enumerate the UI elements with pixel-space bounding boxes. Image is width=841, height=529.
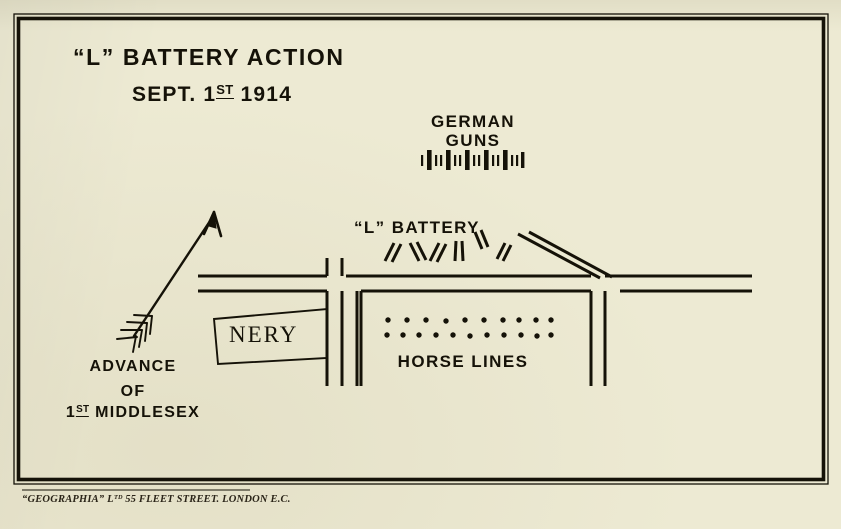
german-gun-symbol [478, 150, 495, 170]
horse-lines-label: HORSE LINES [397, 352, 529, 371]
map-title-line-2: SEPT. 1ST 1914 [132, 82, 293, 107]
german-gun-symbol [497, 150, 514, 170]
map-title-date-prefix: SEPT. 1 [132, 83, 217, 107]
road-vertical-west [325, 258, 344, 386]
german-guns-label-line-1: GERMAN [431, 112, 515, 131]
horse-lines-dot-row-1 [385, 317, 554, 324]
german-gun-symbol [421, 150, 438, 170]
l-battery-gun-symbol [453, 240, 465, 262]
frame-border [13, 13, 829, 485]
advance-arrow [116, 210, 223, 353]
advance-regiment-name: MIDDLESEX [89, 404, 201, 421]
horse-lines-picket [384, 317, 554, 339]
road-diagonal-northeast [517, 230, 613, 280]
l-battery-gun-symbol [495, 242, 513, 262]
road-vertical-east [355, 291, 363, 386]
advance-ordinal-prefix: 1 [65, 404, 77, 421]
german-gun-symbol [459, 150, 476, 170]
advance-label-line-2: OF [120, 383, 146, 400]
map-title-date-suffix: 1914 [233, 83, 293, 107]
german-gun-battery [421, 150, 525, 170]
road-network [198, 230, 752, 386]
l-battery-gun-symbol [408, 241, 428, 262]
l-battery-gun-symbol [428, 242, 448, 263]
german-guns-label-line-2: GUNS [445, 131, 501, 150]
l-battery-guns [383, 229, 513, 263]
l-battery-label: “L” BATTERY [354, 218, 480, 237]
nery-label: NERY [229, 322, 299, 347]
road-horizontal-main [198, 274, 752, 293]
advance-label-line-1: ADVANCE [89, 358, 177, 375]
advance-ordinal-superscript: ST [76, 403, 90, 417]
german-gun-symbol [516, 152, 525, 168]
german-gun-symbol [440, 150, 457, 170]
map-title-line-1: “L” BATTERY ACTION [73, 44, 345, 70]
publisher-credit: “GEOGRAPHIA” Lᵀᴰ 55 FLEET STREET. LONDON… [22, 494, 291, 505]
advance-label-line-3: 1ST MIDDLESEX [65, 403, 201, 422]
l-battery-gun-symbol [473, 229, 490, 250]
nery-village-block [212, 307, 328, 365]
l-battery-gun-symbol [383, 242, 403, 263]
road-vertical-junction-east [589, 291, 607, 386]
map-title-date-superscript: ST [216, 82, 234, 99]
horse-lines-dot-row-2 [384, 332, 554, 339]
